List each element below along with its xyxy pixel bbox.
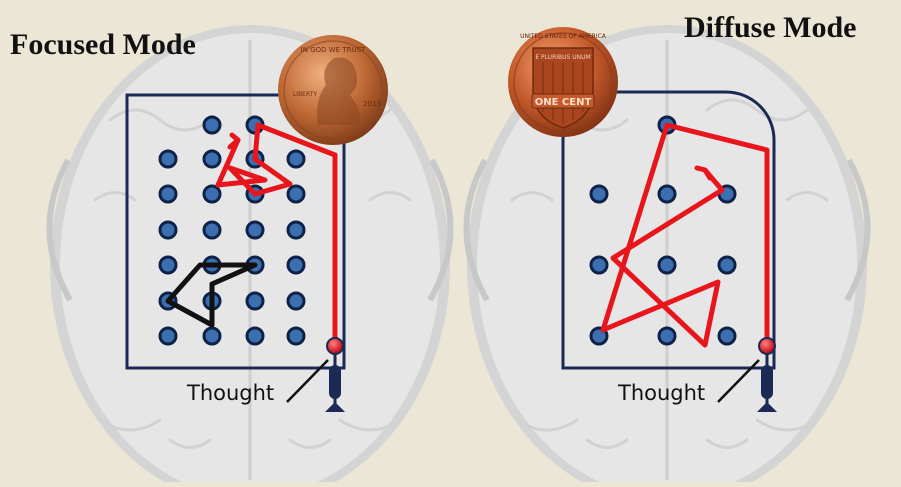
focused-mode-title: Focused Mode bbox=[10, 28, 196, 61]
coin-motto: E PLURIBUS UNUM bbox=[535, 54, 590, 61]
pinball-plunger-icon bbox=[325, 337, 345, 412]
neuron-dots bbox=[589, 115, 737, 346]
diffuse-panel: Thought UNITED STATES OF AMERICA E PLURI… bbox=[463, 25, 871, 487]
focused-panel: Thought IN GOD WE TRUST LIBERTY 2013 bbox=[46, 25, 454, 487]
penny-obverse-icon: IN GOD WE TRUST LIBERTY 2013 bbox=[278, 35, 388, 145]
focused-pattern-path bbox=[165, 262, 258, 328]
coin-motto: IN GOD WE TRUST bbox=[301, 46, 366, 54]
coin-year: 2013 bbox=[363, 100, 381, 108]
coin-denomination: ONE CENT bbox=[535, 97, 592, 108]
thought-pointer-line bbox=[286, 359, 329, 403]
diffuse-mode-title: Diffuse Mode bbox=[684, 11, 857, 44]
coin-liberty: LIBERTY bbox=[293, 91, 317, 98]
coin-rim-text: UNITED STATES OF AMERICA bbox=[520, 33, 607, 40]
thought-pointer-line bbox=[717, 359, 760, 403]
pinball-plunger-icon bbox=[757, 337, 777, 412]
thought-label: Thought bbox=[617, 381, 705, 405]
focused-thought-path bbox=[215, 122, 338, 348]
penny-reverse-icon: UNITED STATES OF AMERICA E PLURIBUS UNUM… bbox=[508, 27, 618, 137]
diffuse-thought-path bbox=[600, 122, 770, 348]
thought-label: Thought bbox=[186, 381, 274, 405]
